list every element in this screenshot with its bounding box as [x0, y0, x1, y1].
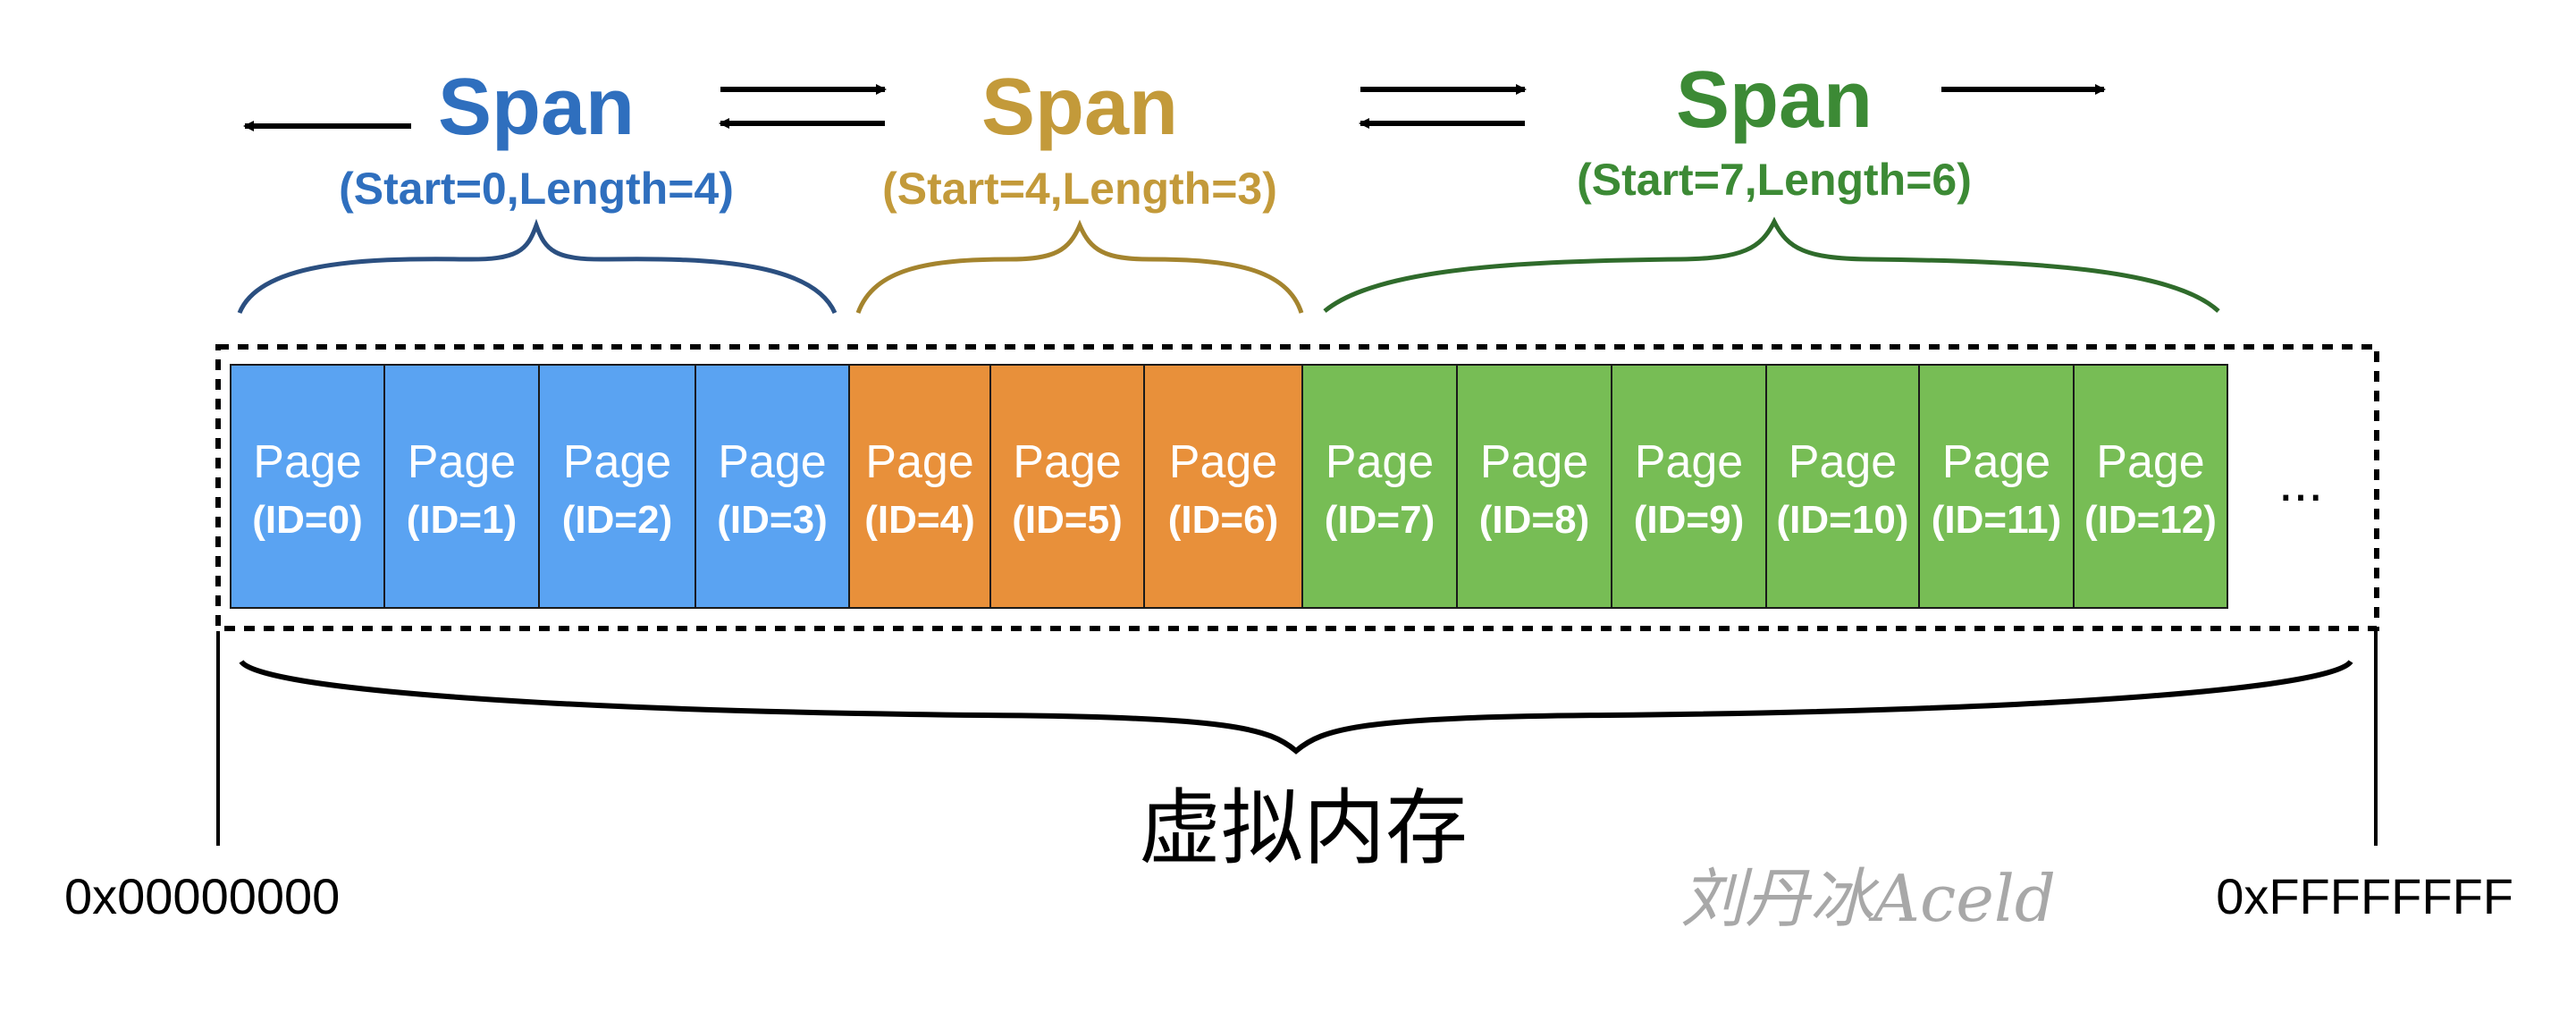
page-box — [848, 364, 991, 609]
page-box — [383, 364, 540, 609]
page-box — [538, 364, 696, 609]
page-cell: Page (ID=1) — [383, 364, 540, 609]
page-id: (ID=4) — [864, 498, 974, 542]
page-cell: Page (ID=2) — [538, 364, 696, 609]
span-title-2: Span — [1676, 55, 1873, 145]
page-box — [230, 364, 385, 609]
virtual-memory-brace — [239, 659, 2353, 755]
page-cell: Page (ID=7) — [1301, 364, 1458, 609]
author-watermark: 刘丹冰Aceld — [1680, 861, 2056, 936]
page-cell: Page (ID=11) — [1918, 364, 2075, 609]
span-subtitle-1: (Start=4,Length=3) — [882, 164, 1277, 214]
page-box — [989, 364, 1145, 609]
address-start: 0x00000000 — [64, 868, 340, 924]
page-cell: Page (ID=10) — [1765, 364, 1920, 609]
page-box — [1765, 364, 1920, 609]
page-label: Page — [1635, 436, 1743, 488]
page-row: Page (ID=0) Page (ID=1) Page (ID=2) Page (ID=3)… — [230, 364, 2228, 609]
span-brace-1 — [855, 219, 1304, 314]
page-cell: Page (ID=4) — [848, 364, 991, 609]
page-id: (ID=11) — [1932, 498, 2062, 542]
page-cell: Page (ID=6) — [1143, 364, 1303, 609]
page-id: (ID=1) — [407, 498, 517, 542]
page-id: (ID=7) — [1325, 498, 1435, 542]
page-id: (ID=8) — [1479, 498, 1589, 542]
page-label: Page — [1326, 436, 1434, 488]
page-cell: Page (ID=9) — [1611, 364, 1767, 609]
span-subtitle-0: (Start=0,Length=4) — [339, 164, 734, 214]
page-label: Page — [253, 436, 361, 488]
page-cell: Page (ID=3) — [695, 364, 850, 609]
page-box — [1301, 364, 1458, 609]
page-cell: Page (ID=5) — [989, 364, 1145, 609]
page-label: Page — [408, 436, 516, 488]
virtual-memory-frame — [215, 344, 2379, 631]
page-id: (ID=2) — [562, 498, 672, 542]
page-label: Page — [1169, 436, 1277, 488]
page-cell: Page (ID=8) — [1456, 364, 1612, 609]
page-label: Page — [563, 436, 671, 488]
span-title-1: Span — [981, 63, 1178, 152]
span-subtitle-2: (Start=7,Length=6) — [1577, 155, 1972, 205]
page-label: Page — [1013, 436, 1121, 488]
page-box — [1611, 364, 1767, 609]
span-brace-0 — [237, 218, 838, 315]
page-id: (ID=12) — [2084, 498, 2217, 542]
page-id: (ID=5) — [1012, 498, 1122, 542]
page-id: (ID=9) — [1634, 498, 1744, 542]
page-id: (ID=3) — [717, 498, 827, 542]
page-id: (ID=0) — [252, 498, 362, 542]
page-label: Page — [2096, 436, 2204, 488]
span-brace-2 — [1323, 216, 2220, 313]
arrows — [243, 84, 2106, 131]
page-cell: Page (ID=12) — [2073, 364, 2228, 609]
page-label: Page — [865, 436, 973, 488]
page-label: Page — [1789, 436, 1897, 488]
page-label: Page — [1480, 436, 1588, 488]
page-box — [1918, 364, 2075, 609]
page-cell: Page (ID=0) — [230, 364, 385, 609]
page-id: (ID=10) — [1777, 498, 1909, 542]
page-box — [2073, 364, 2228, 609]
page-id: (ID=6) — [1168, 498, 1278, 542]
page-box — [1143, 364, 1303, 609]
virtual-memory-caption: 虚拟内存 — [1139, 780, 1468, 876]
page-label: Page — [1942, 436, 2050, 488]
ellipsis: ... — [2278, 452, 2323, 512]
page-box — [1456, 364, 1612, 609]
span-title-0: Span — [438, 63, 635, 152]
page-label: Page — [718, 436, 826, 488]
address-end: 0xFFFFFFFF — [2216, 868, 2513, 924]
